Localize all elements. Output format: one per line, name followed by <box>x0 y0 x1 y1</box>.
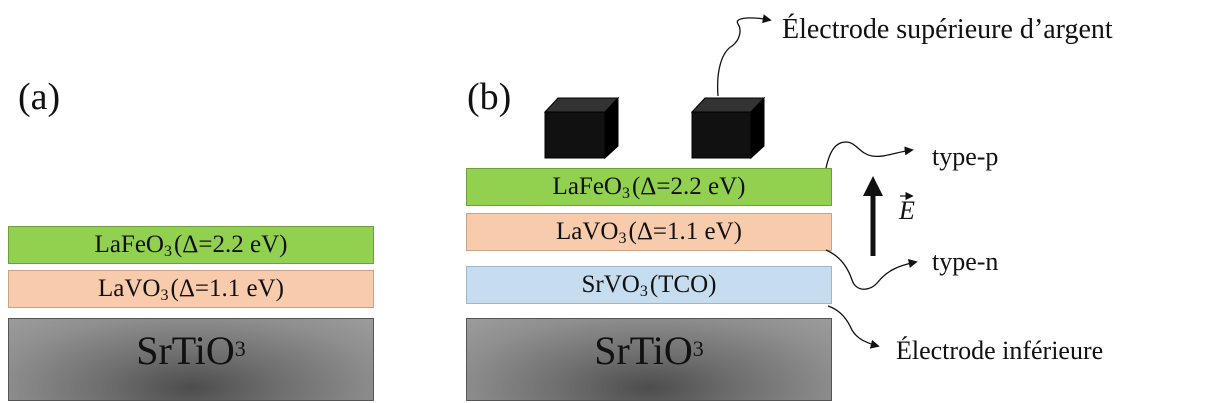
layer-formula-sub: 3 <box>639 283 648 300</box>
layer-gap: (Δ=2.2 eV) <box>173 231 288 258</box>
layer-gap: (TCO) <box>649 271 717 298</box>
panel-b-label: (b) <box>467 76 512 118</box>
layer-gap: (Δ=1.1 eV) <box>170 275 284 302</box>
layer-formula: LaVO <box>98 275 161 302</box>
n-type-arrow <box>825 249 918 290</box>
bottom-electrode-arrow <box>827 305 880 349</box>
electrode-cube-right <box>690 96 766 160</box>
substrate-formula: SrTiO <box>594 328 693 373</box>
n-type-label: type-n <box>932 247 999 276</box>
layer-formula: LaVO <box>556 218 619 245</box>
p-type-arrow <box>825 141 914 169</box>
p-type-label: type-p <box>932 142 999 171</box>
electric-field-symbol: E <box>899 196 915 225</box>
layer-formula-sub: 3 <box>618 230 627 247</box>
top-electrode-label: Électrode supérieure d’argent <box>782 14 1113 45</box>
layer-formula-sub: 3 <box>621 185 630 202</box>
panel-a-label: (a) <box>18 76 61 118</box>
layer-gap: (Δ=2.2 eV) <box>631 173 746 200</box>
substrate-formula-sub: 3 <box>692 336 704 361</box>
top-electrode-arrow <box>716 14 772 97</box>
bottom-electrode-label: Électrode inférieure <box>896 336 1104 365</box>
substrate-formula-sub: 3 <box>234 336 246 361</box>
substrate-formula: SrTiO <box>136 328 235 373</box>
layer-formula: SrVO <box>581 271 640 298</box>
layer-formula-sub: 3 <box>160 287 169 304</box>
electrode-cube-left <box>543 96 620 160</box>
layer-gap: (Δ=1.1 eV) <box>628 218 742 245</box>
layer-formula: LaFeO <box>94 231 164 258</box>
layer-formula: LaFeO <box>552 173 622 200</box>
layer-formula-sub: 3 <box>163 243 172 260</box>
